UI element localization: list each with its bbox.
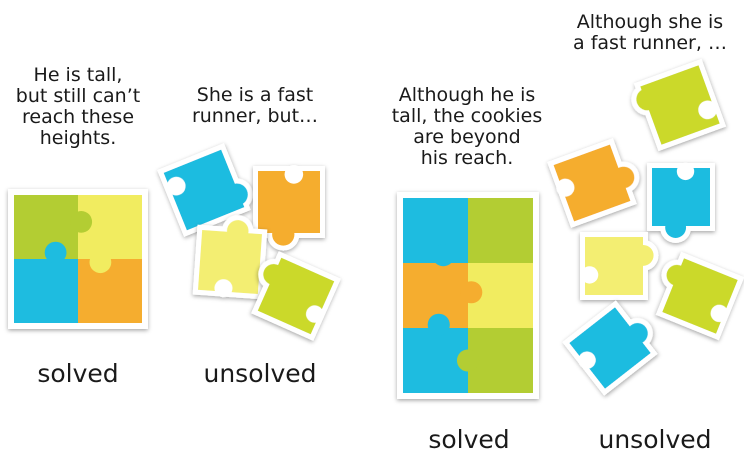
loose-piece-blue-3 <box>562 293 667 396</box>
puzzle-tab <box>70 211 92 233</box>
puzzle-piece <box>468 198 533 263</box>
status-label-solved-1: solved <box>8 360 148 388</box>
status-label-unsolved-1: unsolved <box>175 360 345 388</box>
puzzle-piece <box>78 259 142 323</box>
loose-piece-green-3 <box>646 248 744 340</box>
caption-fast-unsolved: She is a fast runner, but… <box>175 85 335 127</box>
status-label-solved-2: solved <box>394 426 544 454</box>
loose-piece-blue-2 <box>647 163 715 243</box>
loose-piece-orange-2 <box>547 134 649 228</box>
caption-tall-solved: He is tall, but still can’t reach these … <box>8 65 148 149</box>
puzzle-tab <box>460 281 482 303</box>
solved-grid-tall <box>397 192 539 399</box>
loose-piece-green-2 <box>626 59 726 154</box>
loose-piece-yellow-2 <box>580 232 659 300</box>
puzzle-tab <box>428 314 450 336</box>
puzzle-piece <box>14 259 78 323</box>
solved-grid-small <box>8 189 148 329</box>
caption-tall-cookies-solved: Although he is tall, the cookies are bey… <box>382 85 552 169</box>
puzzle-tab <box>432 244 454 266</box>
puzzle-tab <box>457 349 479 371</box>
puzzle-tab <box>90 251 112 273</box>
puzzle-tab <box>45 242 67 264</box>
status-label-unsolved-2: unsolved <box>570 426 740 454</box>
caption-fast-although-unsolved: Although she is a fast runner, … <box>560 12 740 54</box>
